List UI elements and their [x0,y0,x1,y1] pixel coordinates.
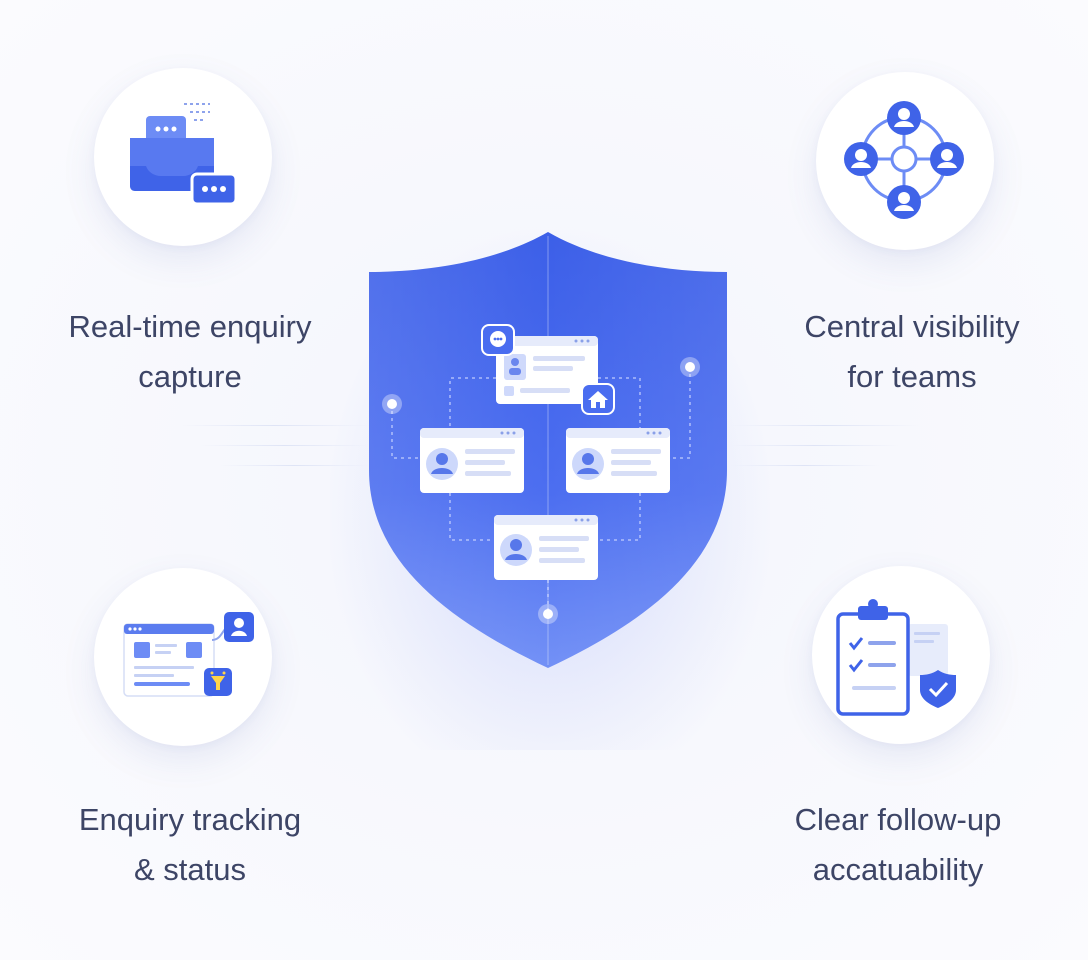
feature-label-visibility: Central visibility for teams [752,302,1072,402]
feature-circle-visibility [816,72,994,250]
feature-circle-followup [812,566,990,744]
feature-label-line: Clear follow-up [794,802,1002,837]
feature-label-line: accatuability [812,852,984,887]
feature-label-line: capture [138,359,242,394]
profile-card-bottom [494,515,598,580]
profile-card-left [420,428,524,493]
team-network-icon [844,101,964,219]
connector-line-right [730,445,900,446]
profile-card-top [496,336,598,404]
feature-label-tracking: Enquiry tracking & status [30,795,350,895]
tracking-dashboard-icon [123,612,254,697]
feature-label-realtime: Real-time enquiry capture [30,302,350,402]
feature-label-line: Central visibility [804,309,1020,344]
feature-label-line: for teams [847,359,977,394]
connector-line-left [220,465,370,466]
checklist-shield-icon [836,599,956,716]
feature-label-line: Enquiry tracking [78,802,302,837]
chat-badge-icon [481,324,515,356]
feature-label-line: & status [134,852,246,887]
feature-circle-realtime [94,68,272,246]
feature-label-line: Real-time enquiry [68,309,312,344]
connector-line-left [200,445,370,446]
profile-card-right [566,428,670,493]
chat-inbox-icon [130,103,238,206]
feature-circle-tracking [94,568,272,746]
home-badge-icon [581,383,615,415]
connector-line-right [730,465,880,466]
feature-label-followup: Clear follow-up accatuability [738,795,1058,895]
connector-line-left [180,425,370,426]
connector-line-right [730,425,920,426]
